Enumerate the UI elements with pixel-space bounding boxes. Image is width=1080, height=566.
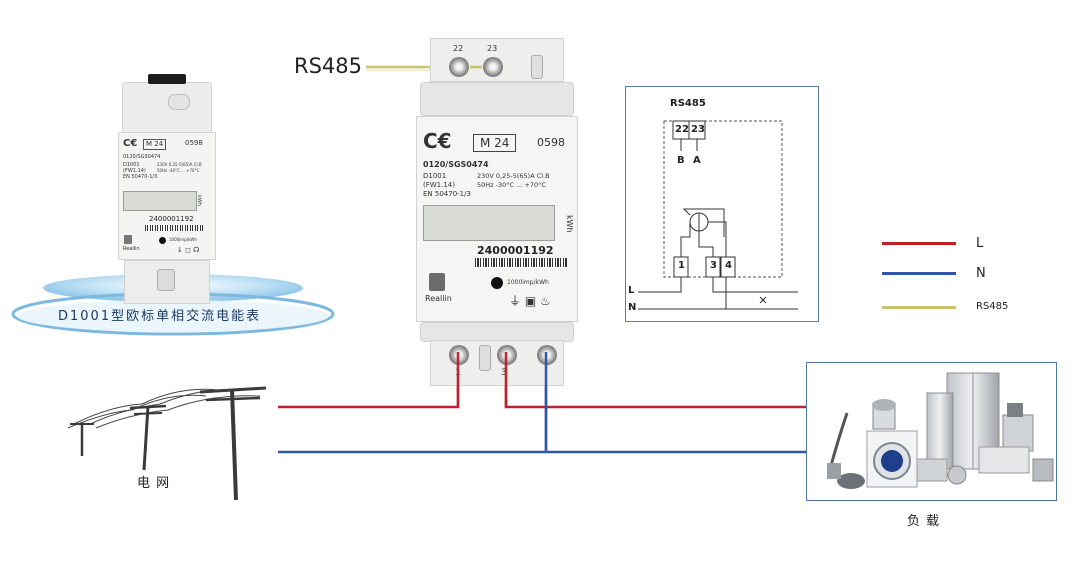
terminal-23-screw — [483, 57, 503, 77]
small-meter-barcode — [145, 225, 203, 231]
wiring-diagram: RS485 22 23 B A 1 3 4 L N — [625, 86, 819, 322]
load-label: 负 载 — [907, 514, 941, 529]
legend-label-neutral: N — [976, 266, 986, 281]
small-meter-brand-logo — [124, 235, 132, 244]
small-meter-code: 0598 — [185, 139, 203, 147]
main-meter-imp: 1000imp/kWh — [507, 279, 549, 286]
main-meter-mark: M 24 — [473, 134, 517, 152]
small-meter-imp: 1000imp/kWh — [169, 237, 197, 242]
small-meter-cert: 0120/SGS0474 — [123, 154, 161, 160]
small-meter-lcd — [123, 191, 197, 211]
wiring-label-a: A — [693, 155, 701, 166]
grid-label: 电 网 — [137, 476, 171, 491]
load-appliances-box — [806, 362, 1057, 501]
main-meter-code: 0598 — [537, 136, 565, 149]
small-meter-serial: 2400001192 — [149, 215, 194, 223]
main-meter-image: 22 23 C€ M 24 0598 0120/SGS0474 D1001 (F… — [416, 38, 578, 386]
main-meter-serial: 2400001192 — [477, 244, 554, 257]
wiring-title: RS485 — [670, 98, 706, 109]
pole-large — [230, 389, 238, 501]
terminal-22-label: 22 — [453, 44, 464, 53]
main-meter-lcd — [423, 205, 555, 241]
ce-mark: C€ — [423, 129, 452, 153]
small-meter-led — [159, 237, 166, 244]
main-meter-spec2: 50Hz -30°C ... +70°C — [477, 181, 546, 189]
legend-swatch-rs485 — [882, 306, 956, 309]
terminal-3-label: 3 — [501, 368, 507, 378]
appliances-illustration — [827, 372, 1054, 489]
legend-label-rs485: RS485 — [976, 301, 1009, 312]
small-meter-spec2: 50Hz -30°C ... +70°C — [157, 168, 200, 173]
wiring-terminal-4: 4 — [725, 260, 732, 271]
legend: L N RS485 — [882, 232, 1032, 322]
terminal-23-label: 23 — [487, 44, 498, 53]
small-meter-mark: M 24 — [143, 139, 167, 150]
small-meter-image: C€ M 24 0598 0120/SGS0474 D1001 (FW1.14)… — [118, 74, 216, 304]
legend-swatch-neutral — [882, 272, 956, 275]
main-meter-spec1: 230V 0,25-5(65)A Cl.B — [477, 172, 550, 180]
wiring-label-n: N — [628, 302, 637, 313]
main-meter-led — [491, 277, 503, 289]
wiring-terminal-3: 3 — [710, 260, 717, 271]
brand-logo-icon — [429, 273, 445, 291]
main-meter-model: D1001 — [423, 172, 447, 180]
main-meter-symbols: ⏚ ▣ ♨ — [509, 294, 551, 308]
wiring-diagram-lines — [638, 120, 798, 310]
small-meter-spec1: 230V 0.25-5(65)A Cl.B — [157, 162, 202, 167]
pole-medium — [142, 405, 150, 471]
wiring-label-l: L — [628, 285, 635, 296]
small-meter-fw: (FW1.14) — [123, 168, 146, 174]
main-meter-cert: 0120/SGS0474 — [423, 160, 489, 169]
legend-label-live: L — [976, 236, 984, 251]
main-meter-standard: EN 50470-1/3 — [423, 190, 471, 198]
wiring-terminal-1: 1 — [678, 260, 685, 271]
legend-swatch-live — [882, 242, 956, 245]
main-meter-brand: Reallin — [425, 294, 452, 303]
power-grid-poles — [67, 386, 267, 501]
small-meter-brand: Reallin — [123, 246, 140, 252]
terminal-22-screw — [449, 57, 469, 77]
main-meter-fw: (FW1.14) — [423, 181, 455, 189]
main-meter-barcode — [475, 258, 567, 267]
pedestal-label: D1001型欧标单相交流电能表 — [58, 309, 262, 324]
rs485-callout-label: RS485 — [294, 54, 363, 78]
small-meter-standard: EN 50470-1/3 — [123, 174, 158, 180]
wiring-terminal-22: 22 — [675, 124, 689, 135]
wiring-label-b: B — [677, 155, 685, 166]
wiring-terminal-23: 23 — [691, 124, 705, 135]
small-meter-model: D1001 — [123, 162, 140, 168]
